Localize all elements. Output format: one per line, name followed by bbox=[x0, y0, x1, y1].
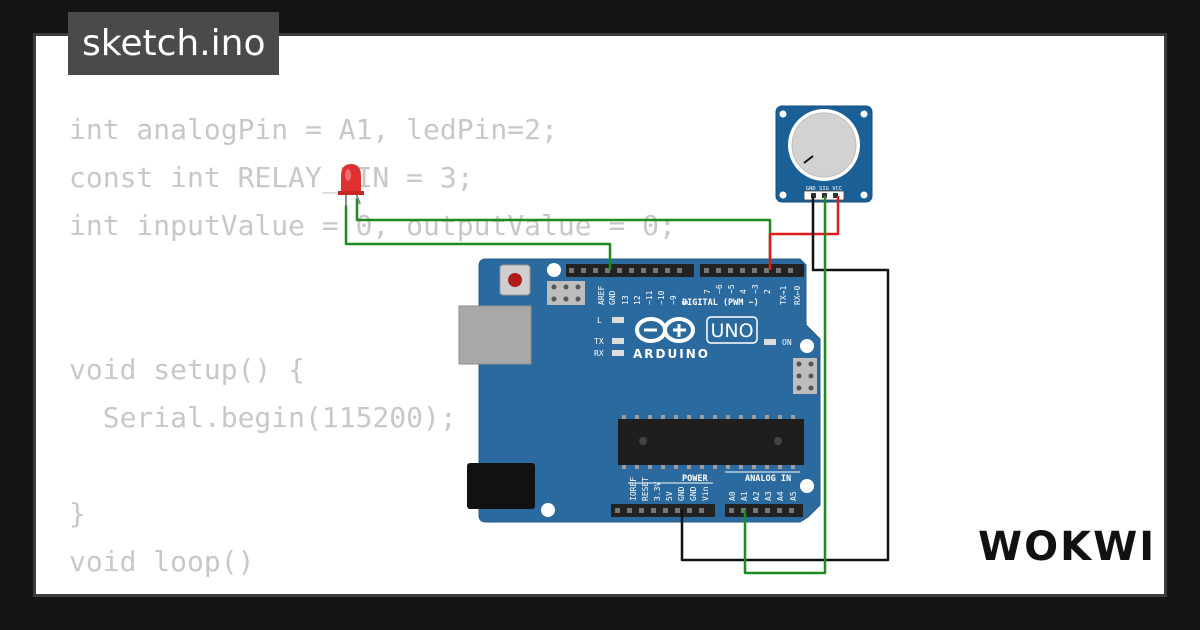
led-on-indicator bbox=[764, 339, 776, 345]
code-line: int analogPin = A1, ledPin=2; bbox=[69, 113, 558, 146]
analog-label: ANALOG IN bbox=[745, 474, 791, 484]
pin-label: 8 bbox=[681, 300, 690, 305]
atmega-chip bbox=[618, 419, 804, 465]
led-l-indicator bbox=[612, 317, 624, 323]
red-led[interactable] bbox=[338, 164, 364, 206]
code-line: void setup() { bbox=[69, 353, 306, 386]
power-jack bbox=[467, 463, 535, 509]
arduino-infinity-logo bbox=[635, 317, 695, 343]
sketch-filename-tab[interactable]: sketch.ino bbox=[68, 12, 280, 75]
pin-label: 7 bbox=[703, 289, 712, 294]
wire-pot-gnd[interactable] bbox=[680, 196, 890, 562]
pin-label: 2 bbox=[763, 289, 772, 294]
reset-button-cap bbox=[508, 273, 522, 287]
led-l-label: L bbox=[597, 316, 602, 325]
usb-port bbox=[458, 305, 532, 365]
pin-label: 13 bbox=[621, 295, 630, 305]
pin-label: A4 bbox=[776, 491, 785, 501]
pin-label: Vin bbox=[701, 486, 710, 501]
wire-pot-vcc[interactable] bbox=[768, 196, 840, 270]
pin-label: A1 bbox=[740, 491, 749, 501]
code-line: void loop() bbox=[69, 545, 255, 578]
pin-label: IOREF bbox=[629, 477, 638, 501]
wire-led-gnd[interactable] bbox=[344, 205, 612, 270]
pin-label: A5 bbox=[789, 491, 798, 501]
pin-label: 5V bbox=[665, 491, 674, 501]
code-line: const int RELAY_PIN = 3; bbox=[69, 161, 474, 194]
digital-label: DIGITAL (PWM ~) bbox=[682, 298, 759, 308]
pin-label: RESET bbox=[641, 477, 650, 501]
pin-label: TX→1 bbox=[779, 286, 788, 305]
pin-label: A2 bbox=[752, 491, 761, 501]
board-logo-text: ARDUINO bbox=[633, 347, 710, 361]
arduino-uno-board[interactable]: AREF GND 13 12 ~11 ~10 ~9 8 7 ~6 ~5 4 ~3… bbox=[458, 258, 821, 523]
pin-label: A0 bbox=[728, 491, 737, 501]
pin-label: ~10 bbox=[657, 290, 666, 305]
pin-label: GND bbox=[689, 486, 698, 501]
led-on-label: ON bbox=[782, 338, 792, 347]
pin-label: AREF bbox=[597, 286, 606, 305]
led-tx-label: TX bbox=[594, 337, 604, 346]
code-line: } bbox=[69, 497, 86, 530]
pin-label: ~5 bbox=[727, 284, 736, 294]
uno-badge bbox=[706, 316, 758, 344]
potentiometer-knob[interactable] bbox=[791, 112, 857, 178]
code-line: int inputValue = 0, outputValue = 0; bbox=[69, 209, 676, 242]
board-model: UNO bbox=[710, 320, 753, 342]
led-body bbox=[341, 164, 361, 194]
potentiometer-pin-labels: GND SIG VCC bbox=[806, 186, 842, 192]
pin-label: 4 bbox=[739, 289, 748, 294]
mounting-hole bbox=[547, 263, 561, 277]
led-tx-indicator bbox=[612, 338, 624, 344]
pin-label: GND bbox=[608, 290, 617, 305]
wire-pot-signal[interactable] bbox=[743, 196, 827, 575]
mounting-hole bbox=[800, 339, 814, 353]
mounting-hole bbox=[541, 503, 555, 517]
potentiometer-indicator bbox=[803, 155, 814, 164]
pin-label: A3 bbox=[764, 491, 773, 501]
code-line: { bbox=[69, 586, 676, 594]
pin-label: ~3 bbox=[751, 284, 760, 294]
pin-label: RX←0 bbox=[793, 286, 802, 305]
mounting-hole bbox=[800, 479, 814, 493]
wokwi-logo: WOKWI bbox=[978, 524, 1157, 570]
code-preview: int analogPin = A1, ledPin=2; const int R… bbox=[69, 106, 676, 594]
pin-label: ~11 bbox=[645, 290, 654, 305]
pin-label: 12 bbox=[633, 295, 642, 305]
power-label: POWER bbox=[682, 474, 708, 484]
pin-label: ~6 bbox=[715, 284, 724, 294]
led-rx-label: RX bbox=[594, 349, 604, 358]
pin-label: GND bbox=[677, 486, 686, 501]
led-rx-indicator bbox=[612, 350, 624, 356]
pin-label: 3.3V bbox=[653, 482, 662, 501]
pin-label: ~9 bbox=[669, 295, 678, 305]
potentiometer[interactable]: GND SIG VCC bbox=[775, 105, 873, 203]
code-line: Serial.begin(115200); bbox=[69, 401, 457, 434]
